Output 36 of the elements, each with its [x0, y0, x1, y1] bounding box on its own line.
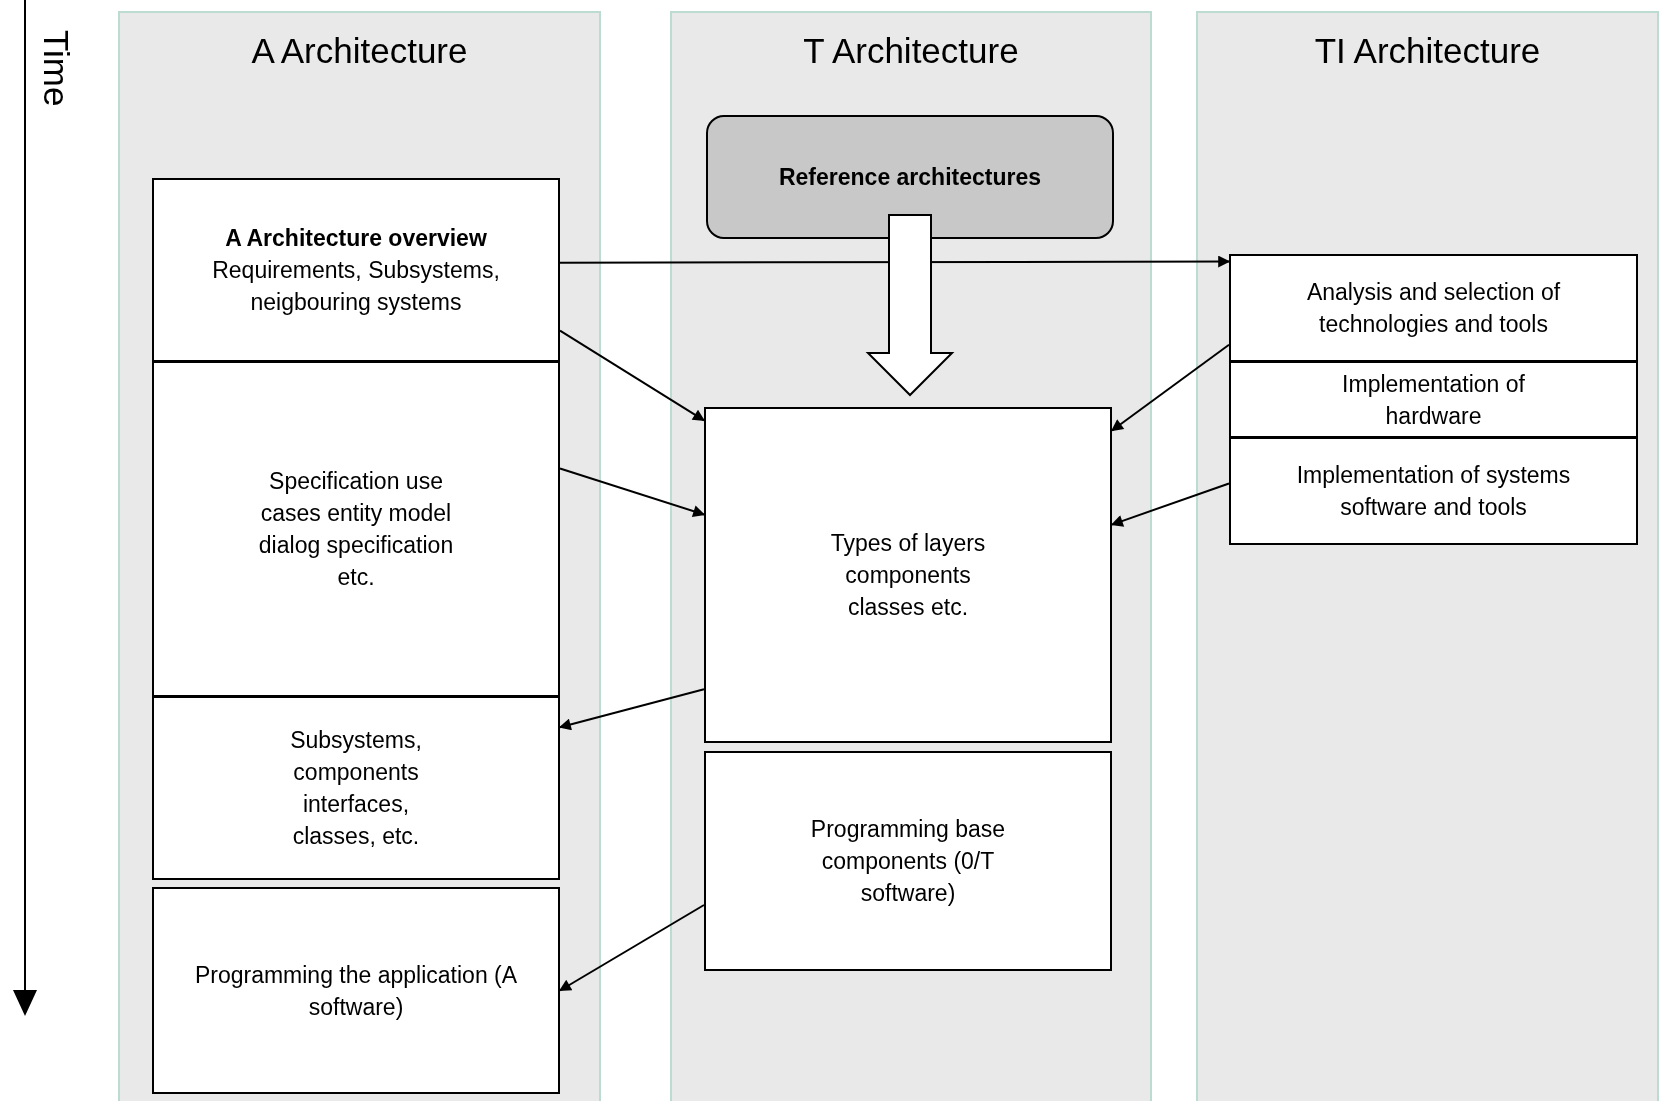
box-text: Reference architectures: [778, 163, 1042, 192]
process-box: [704, 407, 1112, 743]
column-title: TI Architecture: [1314, 31, 1541, 71]
column-title: A Architecture: [251, 31, 468, 71]
column-band: [1196, 11, 1659, 1101]
box-text: Implementation of hardware: [1341, 369, 1526, 431]
column-band: [118, 11, 601, 1101]
rounded-process-box: [706, 115, 1114, 239]
arrow: [559, 329, 705, 422]
arrow: [559, 255, 1231, 268]
box-text: Specification use cases entity model dialog specification etc.: [257, 467, 455, 592]
process-box: [1229, 361, 1638, 438]
block-arrow: [865, 214, 955, 397]
process-box: [152, 178, 560, 362]
process-box: [704, 751, 1112, 971]
box-text: Types of layers components classes etc.: [829, 529, 987, 622]
process-box: [1229, 437, 1638, 545]
process-box: [152, 361, 560, 697]
column-band: [670, 11, 1152, 1101]
column-title: T Architecture: [803, 31, 1019, 71]
arrow: [1111, 343, 1230, 432]
axis-label: Time: [36, 30, 76, 107]
box-heading: A Architecture overview: [225, 224, 487, 253]
process-box: [1229, 254, 1638, 362]
arrow: [558, 688, 705, 731]
box-text: Programming base components (0/T software): [809, 815, 1007, 908]
box-text: Implementation of systems software and tools: [1295, 461, 1572, 522]
arrow: [1110, 482, 1230, 527]
arrow: [559, 467, 706, 517]
process-box: [152, 696, 560, 880]
arrow: [558, 904, 705, 992]
box-text: Analysis and selection of technologies and tools: [1305, 278, 1562, 339]
box-text: Subsystems, components interfaces, classes, etc.: [289, 726, 423, 851]
process-box: [152, 887, 560, 1094]
box-text: Requirements, Subsystems, neigbouring systems: [211, 256, 501, 317]
box-text: Programming the application (A software): [193, 960, 519, 1022]
